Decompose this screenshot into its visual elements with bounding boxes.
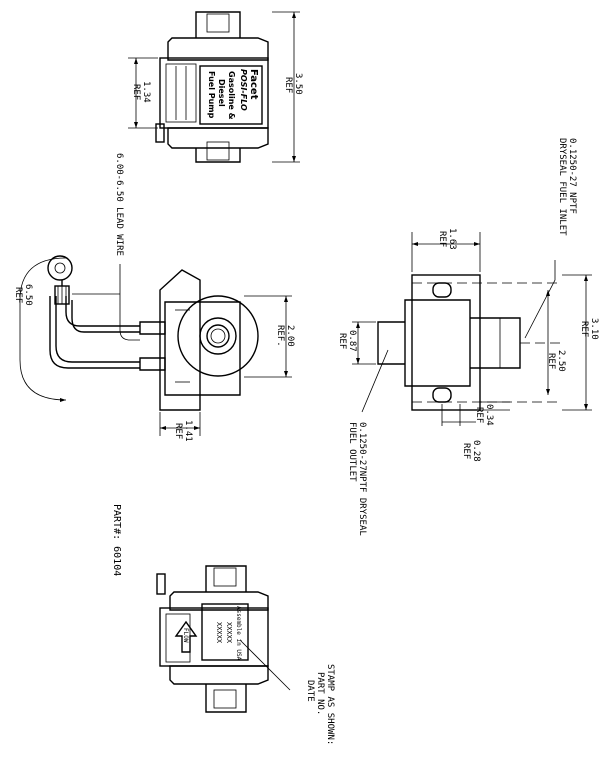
dim-3-50-ref: REF [283,77,293,93]
stamp-plate [201,603,249,661]
stamp-line3: XXXXX [215,622,223,644]
dim-2-50-ref: REF [546,353,556,369]
end-view: 1.63 REF 0.87 REF 3.10 REF 2.50 REF [337,138,599,536]
dim-1-63-ref: REF [437,231,447,247]
dim-2-00: 2.00 [285,325,295,347]
dim-6-50-ref: REF [13,287,23,303]
dim-2-50: 2.50 [556,350,566,372]
dim-0-87: 0.87 [347,330,357,352]
lead-wire-1 [65,296,140,327]
label-line3: Fuel Pump [207,71,216,119]
dim-0-34: 0.34 [484,404,494,426]
bottom-view: FLOW Assemble in USA XXXXX XXXXX STAMP A… [156,565,335,745]
dim-1-41: 1.41 [183,420,193,442]
outlet-note-line1: 0.1250-27NPTF DRYSEAL [357,422,367,536]
stamp-note-line1: STAMP AS SHOWN: [325,664,335,745]
stamp-note-line3: DATE [305,680,315,702]
inlet-note-line1: 0.1250-27 NPTF [567,138,577,214]
lead-wire-2 [55,296,140,363]
stamp-note-line2: PART NO. [315,672,325,715]
flow-arrow-text: FLOW [182,628,189,643]
dim-1-34: 1.34 [141,81,151,103]
dim-1-34-ref: REF [131,84,141,100]
side-view: 6.00-6.50 LEAD WIRE 6.50 REF 2.00 REF. 1… [13,153,295,442]
part-number: PART#: 60104 [111,504,122,576]
dim-2-00-ref: REF. [275,325,285,347]
dim-1-63: 1.63 [447,228,457,250]
inlet-note-line2: DRYSEAL FUEL INLET [557,138,567,236]
label-line2: Diesel [217,79,226,107]
top-view: Facet POSI-FLO Gasoline & Diesel Fuel Pu… [128,11,303,163]
ring-terminal [47,255,73,281]
dim-0-34-ref: REF [474,407,484,423]
label-line1: Gasoline & [227,71,236,120]
flow-arrow-icon [174,620,198,653]
dim-3-10: 3.10 [589,318,599,340]
stamp-line1: Assemble in USA [235,606,242,661]
dim-6-50: 6.50 [23,284,33,306]
outlet-note-line2: FUEL OUTLET [347,422,357,482]
dim-3-50: 3.50 [293,73,303,95]
lead-wire-note: 6.00-6.50 LEAD WIRE [114,153,124,256]
dim-0-87-ref: REF [337,333,347,349]
dim-0-28: 0.28 [471,440,481,462]
dim-0-28-ref: REF [461,443,471,459]
product-name-text: POSI-FLO [239,69,248,111]
stamp-line2: XXXXX [225,622,233,644]
dim-3-10-ref: REF [579,321,589,337]
dim-1-41-ref: REF [173,423,183,439]
brand-logo-text: Facet [248,69,259,100]
brand-label-plate [199,65,263,125]
